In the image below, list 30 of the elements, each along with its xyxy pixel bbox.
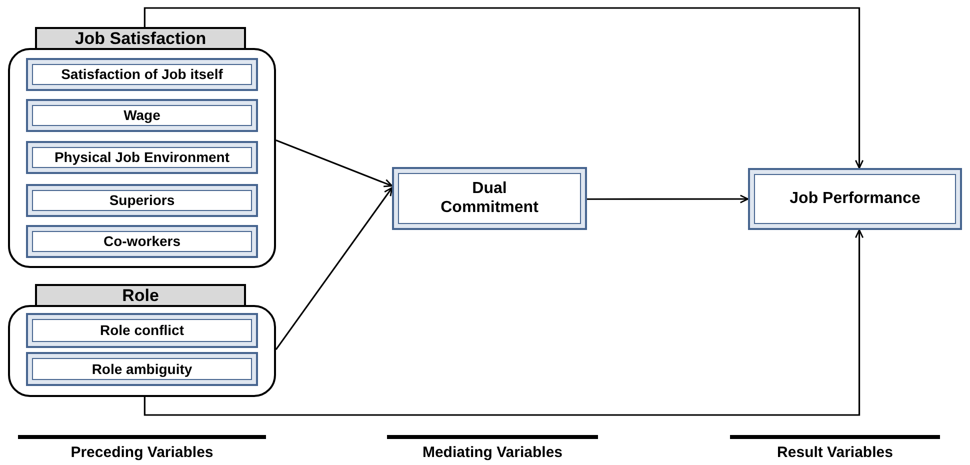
- column-label: Result Variables: [776, 444, 894, 461]
- group-panel: [8, 27, 276, 268]
- variable-name: Job Performance: [790, 190, 920, 208]
- arrow: [144, 7, 864, 169]
- column-label: Mediating Variables: [421, 444, 564, 461]
- arrow: [276, 140, 393, 188]
- variable-box: [392, 167, 587, 230]
- variable-box: [26, 184, 258, 217]
- variable-box: [26, 225, 258, 258]
- column-label: Preceding Variables: [70, 444, 214, 461]
- variable-box: [26, 141, 258, 174]
- variable-name: Co-workers: [103, 233, 181, 250]
- variable-name: Dual Commitment: [440, 180, 540, 217]
- arrow: [587, 194, 749, 204]
- variable-box: [26, 352, 258, 386]
- variable-box: [26, 313, 258, 348]
- arrow: [275, 187, 393, 350]
- variable-box: [748, 168, 962, 230]
- arrow: [144, 229, 864, 416]
- group-heading: Job Satisfaction: [35, 27, 246, 50]
- variable-name: Wage: [124, 107, 160, 124]
- group-panel: [8, 284, 276, 397]
- variable-name: Role ambiguity: [92, 360, 192, 378]
- variable-box: [26, 99, 258, 132]
- variable-name: Superiors: [109, 192, 175, 209]
- variable-name: Satisfaction of Job itself: [61, 66, 223, 83]
- variable-name: Physical Job Environment: [54, 149, 230, 166]
- variable-name: Role conflict: [100, 322, 184, 339]
- group-heading: Role: [35, 284, 246, 307]
- variable-box: [26, 58, 258, 91]
